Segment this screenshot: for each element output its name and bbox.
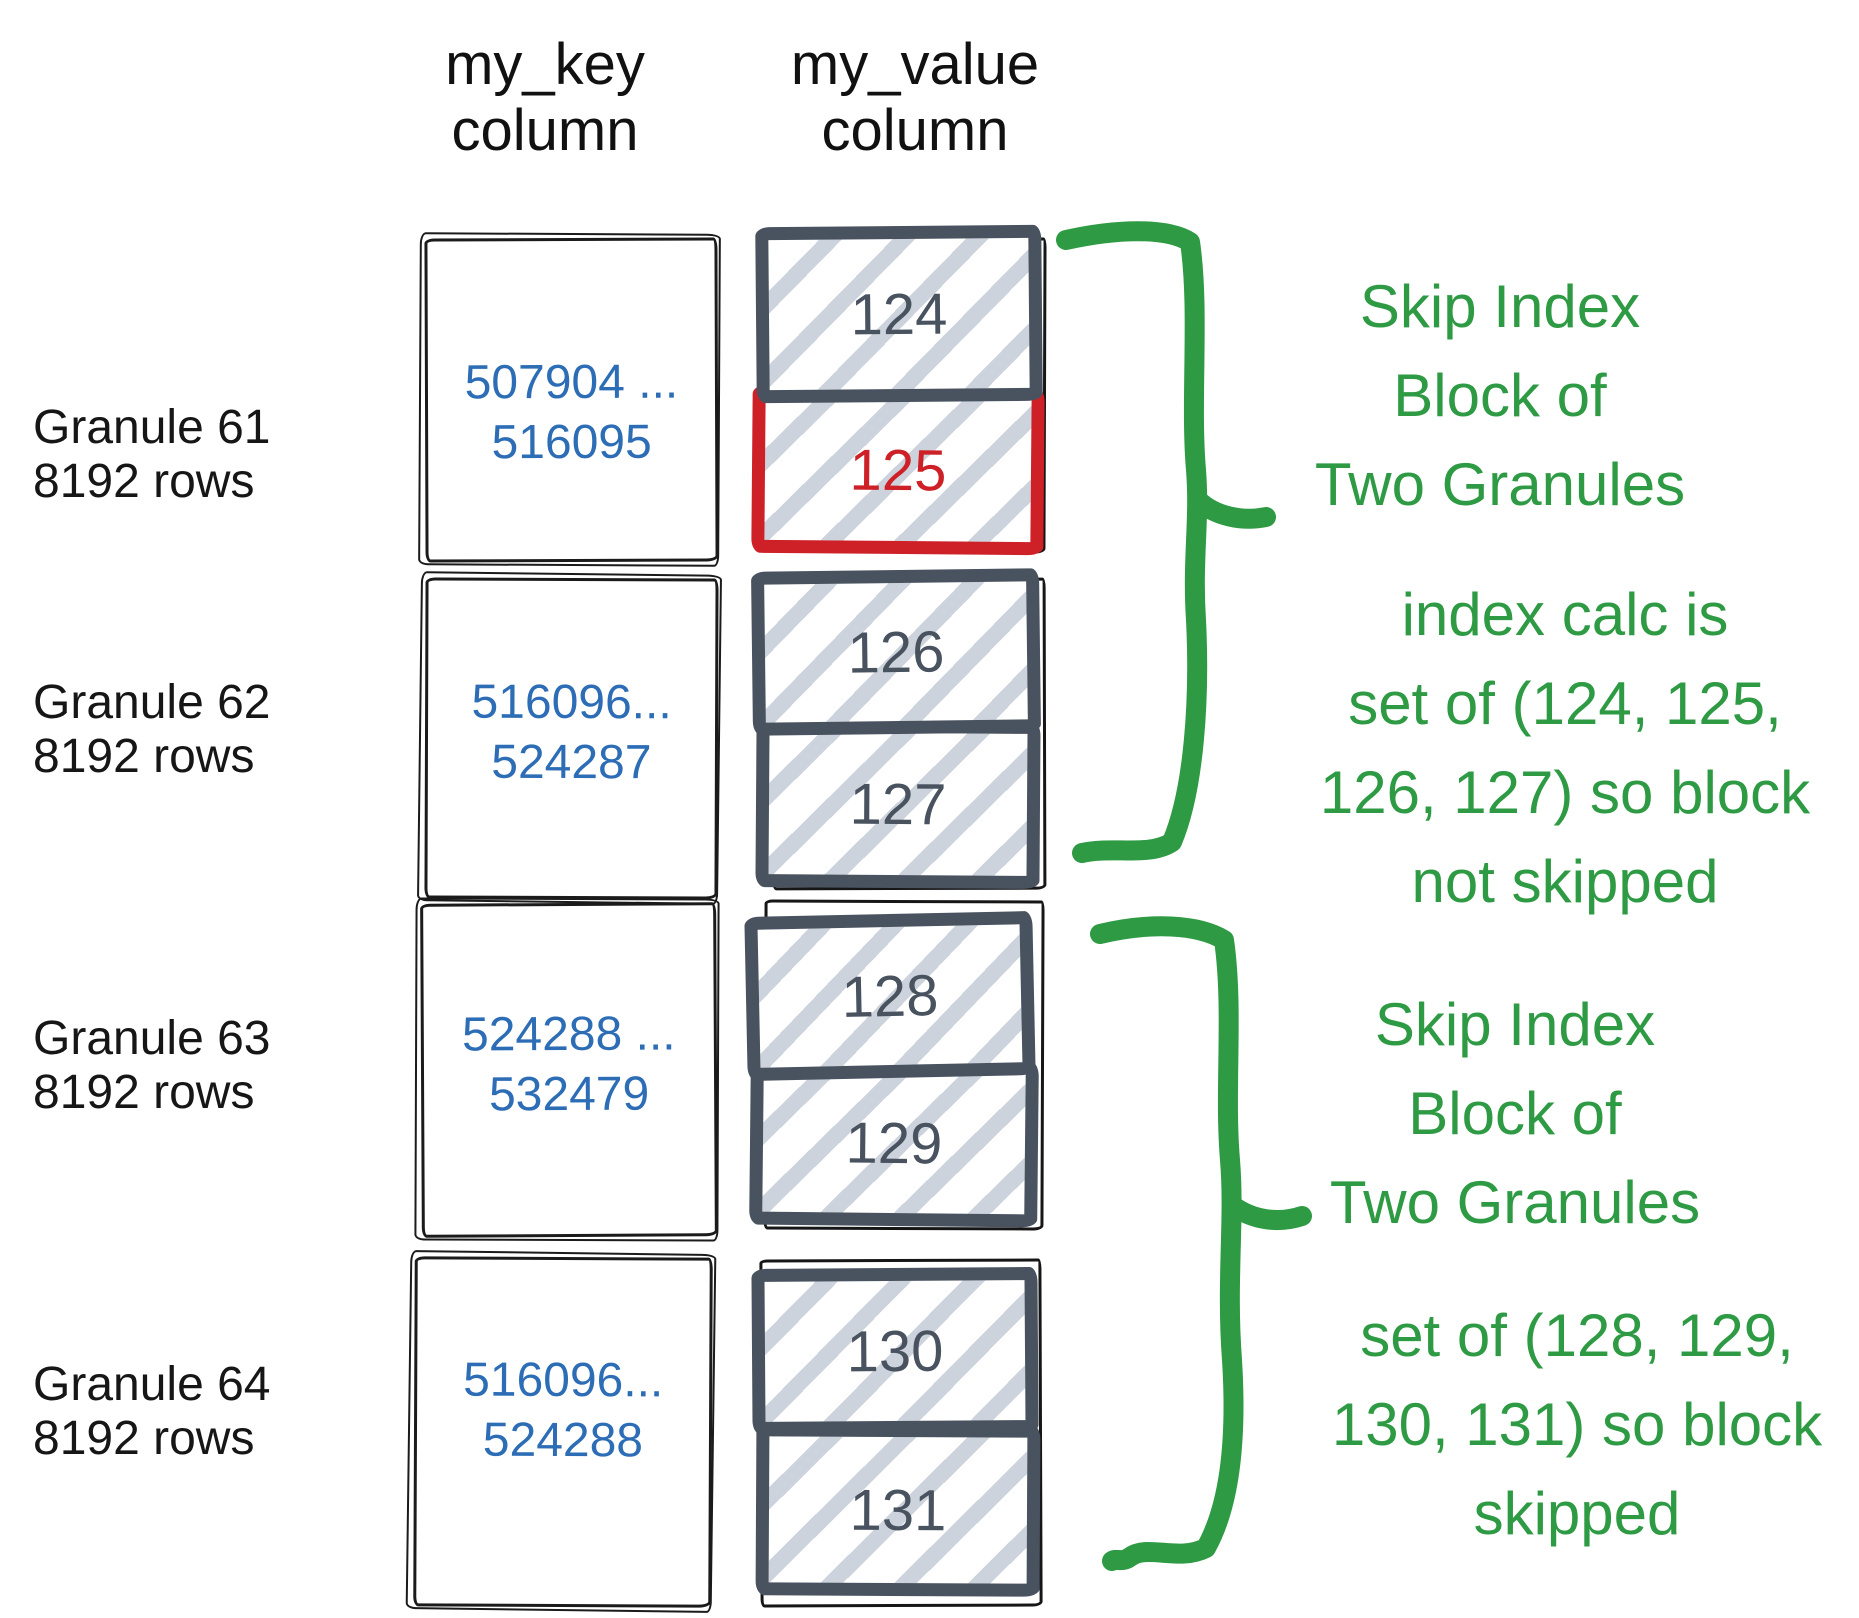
value-block-124: 124 (755, 224, 1043, 404)
value-block-130: 130 (751, 1267, 1039, 1435)
annotation-3-line2: Block of (1408, 1080, 1622, 1147)
granule-63-rows: 8192 rows (33, 1066, 255, 1119)
granule-61-rows: 8192 rows (33, 455, 255, 508)
granule-62-name: Granule 62 (33, 676, 271, 729)
annotation-2-line2: set of (124, 125, (1348, 670, 1782, 737)
value-block-127-label: 127 (849, 771, 947, 837)
annotation-3-line1: Skip Index (1374, 991, 1656, 1058)
granule-64-label: Granule 64 8192 rows (33, 1358, 333, 1466)
granule-63-label: Granule 63 8192 rows (33, 1012, 333, 1120)
granule-64-rows: 8192 rows (33, 1412, 255, 1465)
key-range-granule-64: 516096... 524288 (417, 1350, 710, 1471)
granule-62-rows: 8192 rows (33, 730, 255, 783)
key-range-granule-61: 507904 ... 516095 (428, 352, 715, 473)
granule-62-label: Granule 62 8192 rows (33, 676, 333, 784)
value-block-125-highlighted: 125 (751, 384, 1045, 556)
value-column-header-line2: column (821, 98, 1009, 163)
annotation-4-line1: set of (128, 129, (1360, 1302, 1794, 1369)
key-column-header-line2: column (451, 98, 639, 163)
key-range-63-from: 524288 ... (461, 1007, 676, 1062)
granule-63-name: Granule 63 (33, 1012, 271, 1065)
key-range-61-to: 516095 (491, 415, 652, 470)
key-column-header: my_key column (385, 32, 705, 164)
key-box-granule-63: 524288 ... 532479 (420, 902, 718, 1238)
value-block-131-label: 131 (849, 1477, 947, 1543)
key-range-61-from: 507904 ... (464, 355, 679, 410)
annotation-2-line4: not skipped (1411, 848, 1719, 915)
annotation-1-line2: Block of (1393, 362, 1607, 429)
key-range-granule-63: 524288 ... 532479 (424, 1004, 715, 1126)
value-block-126: 126 (751, 568, 1041, 736)
value-block-126-label: 126 (847, 618, 945, 686)
key-range-62-from: 516096... (471, 675, 672, 730)
value-block-128: 128 (744, 911, 1036, 1081)
value-block-128-label: 128 (840, 962, 940, 1030)
granule-61-name: Granule 61 (33, 401, 271, 454)
key-box-granule-64: 516096... 524288 (413, 1256, 713, 1608)
annotation-index-calc-not-skipped: index calc is set of (124, 125, 126, 127… (1250, 570, 1859, 926)
annotation-skip-index-block-2: Skip Index Block of Two Granules (1205, 980, 1825, 1247)
value-column-header: my_value column (755, 32, 1075, 164)
granule-61-label: Granule 61 8192 rows (33, 401, 333, 509)
annotation-4-line3: skipped (1473, 1480, 1681, 1547)
key-range-64-from: 516096... (463, 1353, 664, 1408)
key-box-granule-61: 507904 ... 516095 (424, 237, 719, 563)
value-column-header-line1: my_value (790, 32, 1040, 97)
key-range-63-to: 532479 (488, 1067, 650, 1122)
value-block-125-label: 125 (849, 437, 947, 503)
key-column-header-line1: my_key (445, 32, 645, 97)
value-block-129: 129 (749, 1058, 1039, 1228)
annotation-1-line1: Skip Index (1359, 273, 1641, 340)
annotation-2-line3: 126, 127) so block (1319, 759, 1811, 826)
annotation-2-line1: index calc is (1401, 581, 1729, 648)
key-range-62-to: 524287 (491, 735, 652, 790)
value-block-127: 127 (755, 719, 1041, 889)
annotation-set-skipped: set of (128, 129, 130, 131) so block ski… (1262, 1291, 1859, 1558)
annotation-4-line2: 130, 131) so block (1331, 1391, 1823, 1458)
annotation-skip-index-block-1: Skip Index Block of Two Granules (1190, 262, 1810, 529)
value-block-129-label: 129 (845, 1109, 943, 1177)
annotation-1-line3: Two Granules (1314, 451, 1686, 518)
brace-granules-61-62 (1056, 221, 1208, 863)
key-box-granule-62: 516096... 524287 (424, 577, 719, 900)
key-range-granule-62: 516096... 524287 (428, 672, 715, 793)
value-block-124-label: 124 (850, 281, 948, 347)
value-block-130-label: 130 (846, 1318, 944, 1384)
annotation-3-line3: Two Granules (1329, 1169, 1701, 1236)
key-range-64-to: 524288 (482, 1413, 644, 1468)
value-block-131: 131 (755, 1423, 1041, 1597)
granule-64-name: Granule 64 (33, 1358, 271, 1411)
